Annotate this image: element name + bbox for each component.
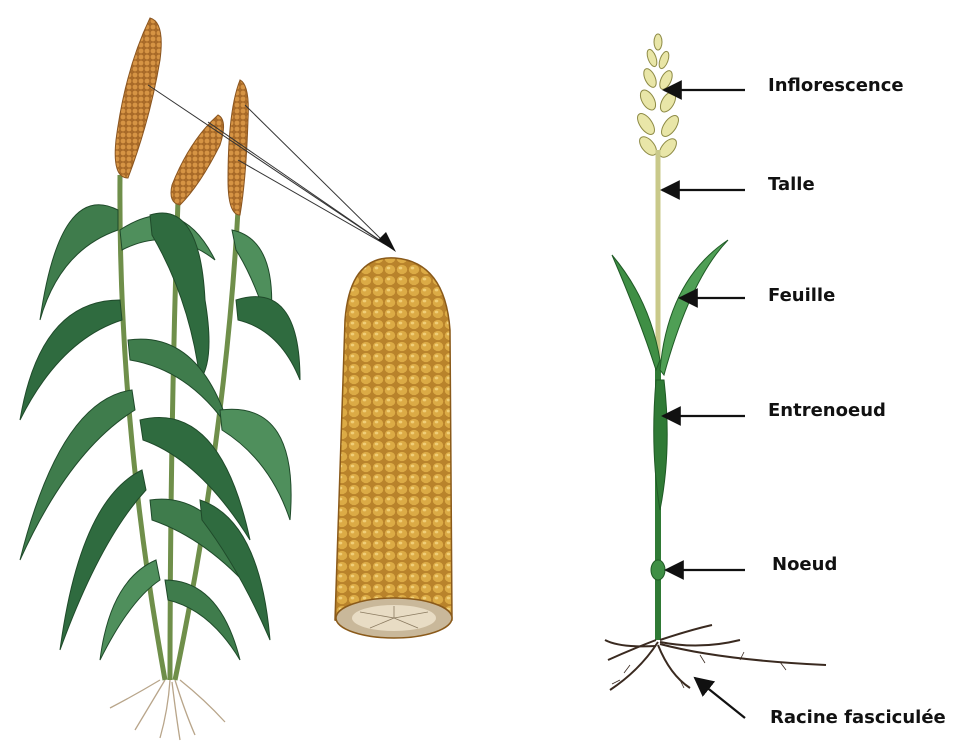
millet-plants-illustration <box>20 18 300 740</box>
label-arrows <box>662 90 745 718</box>
millet-ear-cross-section <box>335 258 452 638</box>
label-feuille: Feuille <box>768 285 835 306</box>
plant-leaves <box>20 205 300 660</box>
arrow-racine <box>695 678 745 718</box>
label-noeud: Noeud <box>772 554 837 575</box>
inflorescence-drawing <box>634 34 682 160</box>
plant-roots <box>110 680 225 740</box>
label-entrenoeud: Entrenoeud <box>768 400 886 421</box>
node-swelling <box>651 560 665 580</box>
label-racine-fasciculee: Racine fasciculée <box>770 707 946 728</box>
label-inflorescence: Inflorescence <box>768 75 904 96</box>
millet-spikes <box>115 18 248 215</box>
annotated-leaves <box>612 240 728 510</box>
annotated-plant-diagram <box>605 34 826 690</box>
label-talle: Talle <box>768 174 815 195</box>
annotated-roots <box>605 625 826 690</box>
